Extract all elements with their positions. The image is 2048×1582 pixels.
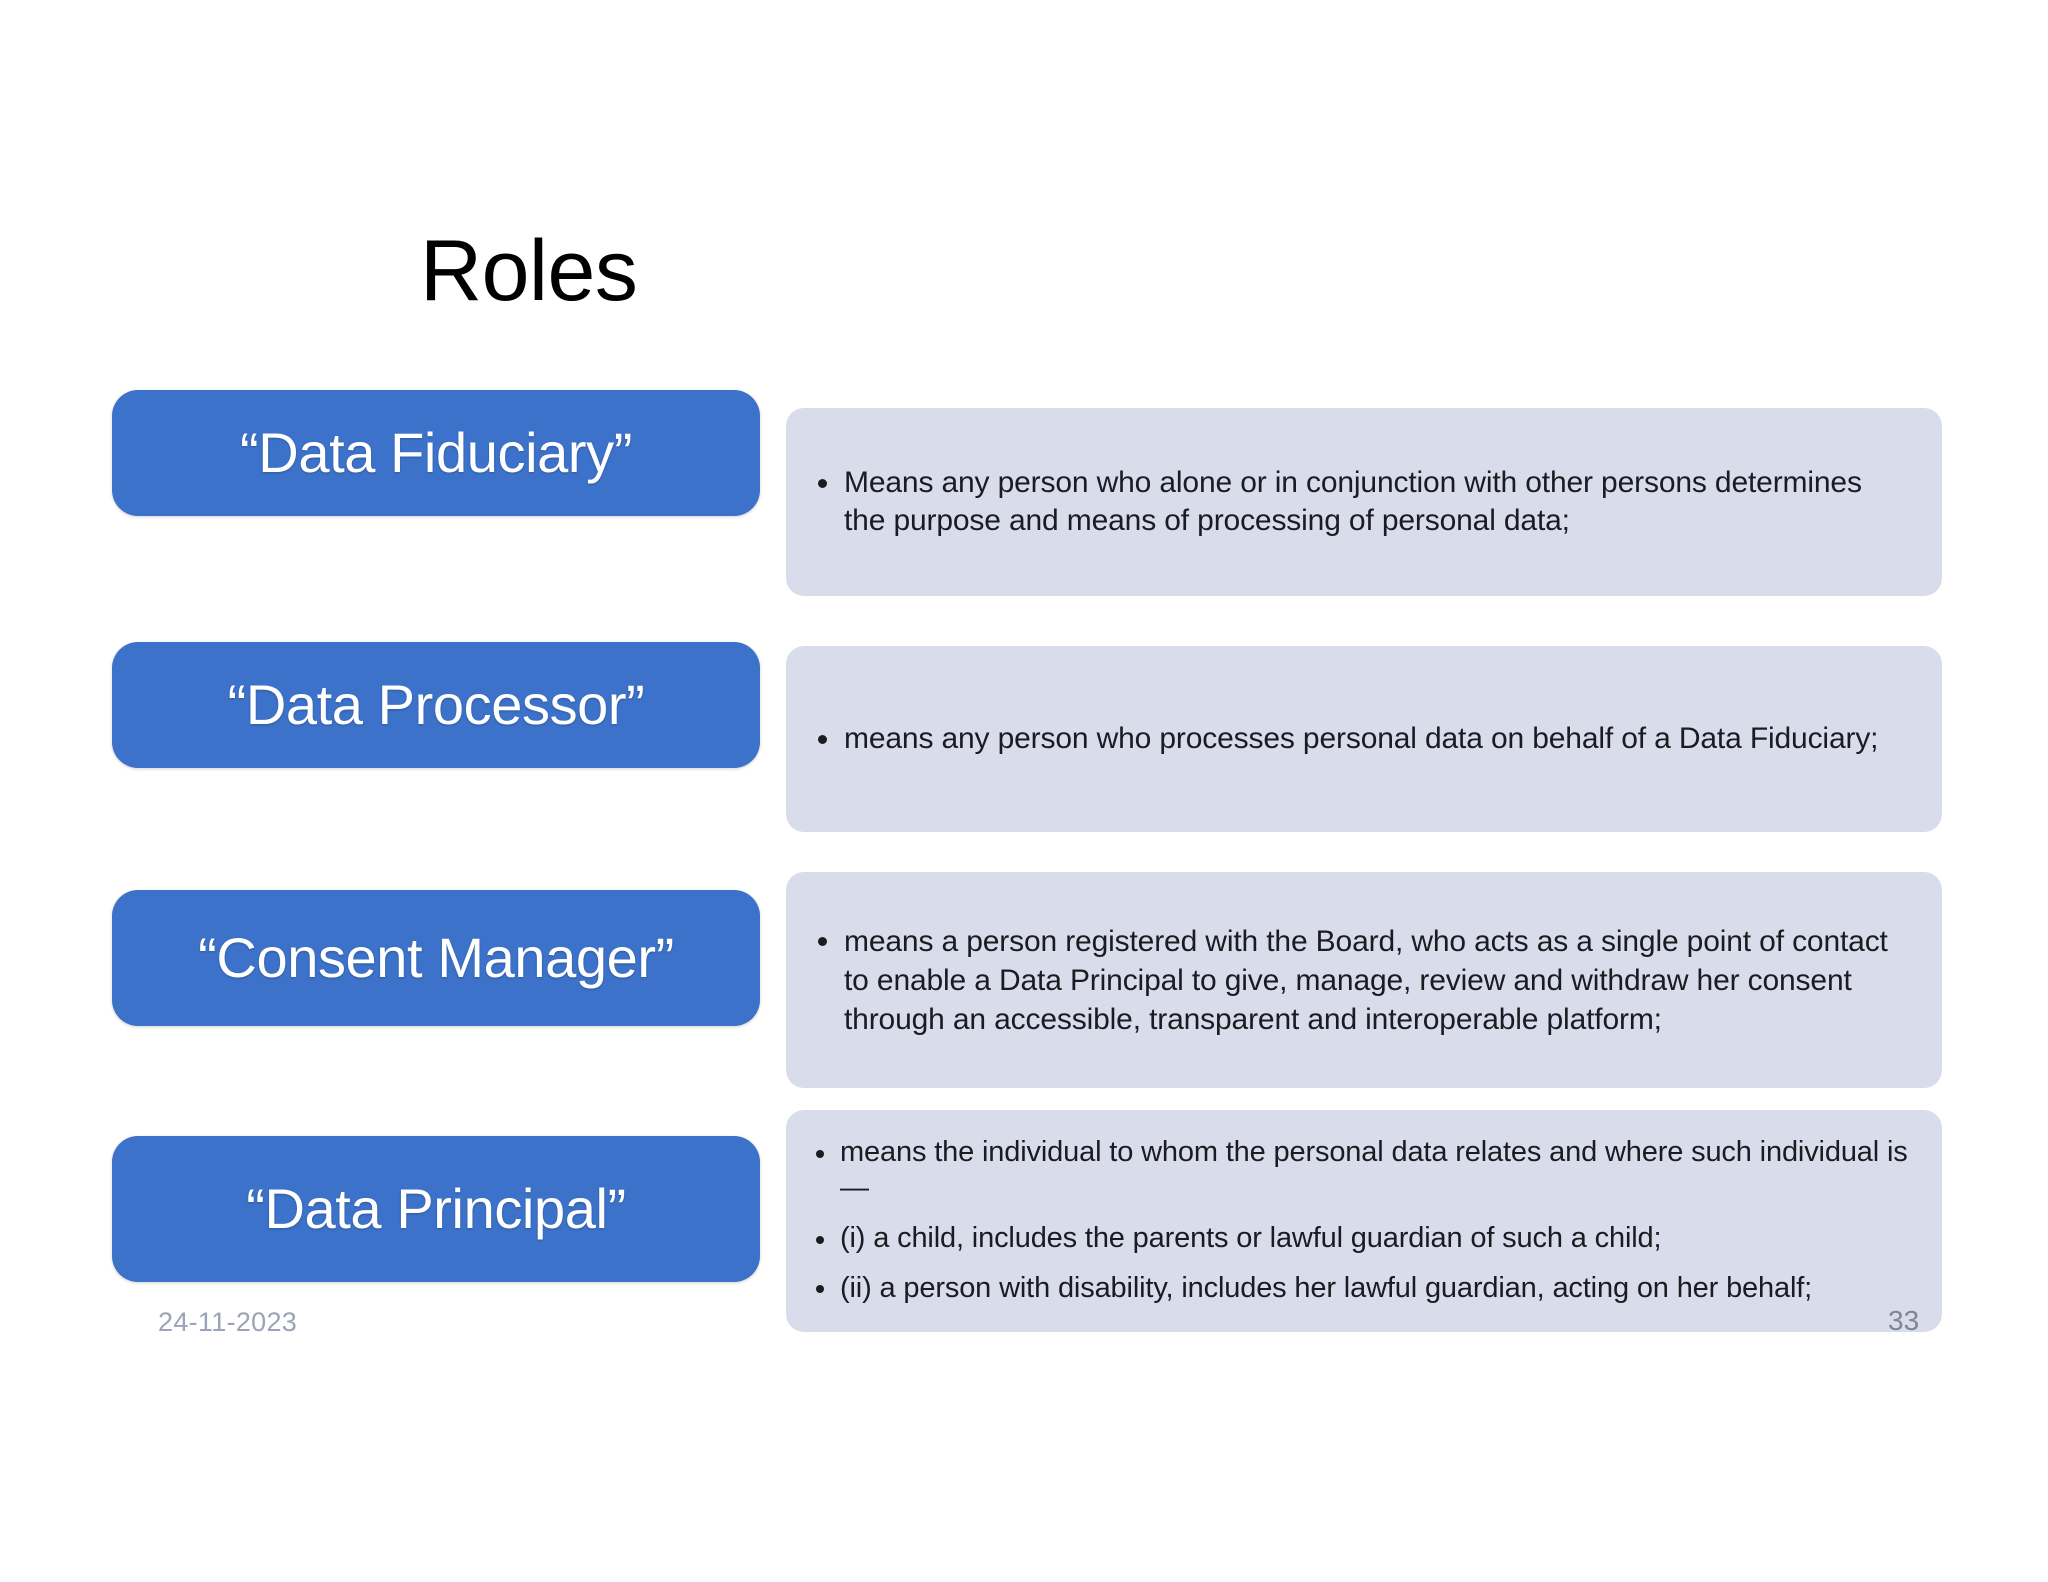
bullet-dot-icon bbox=[816, 1285, 824, 1294]
bullet-dot-icon bbox=[816, 1235, 824, 1244]
role-chip-label: “Data Principal” bbox=[246, 1176, 626, 1240]
role-chip-data-processor[interactable]: “Data Processor” bbox=[112, 642, 760, 768]
bullet-dot-icon bbox=[816, 1149, 824, 1158]
role-description-panel: means a person registered with the Board… bbox=[786, 872, 1942, 1088]
list-item-text: Means any person who alone or in conjunc… bbox=[844, 465, 1862, 537]
page-title: Roles bbox=[420, 223, 638, 319]
bullet-dot-icon bbox=[818, 734, 827, 744]
bullet-list: Means any person who alone or in conjunc… bbox=[814, 464, 1908, 540]
bullet-list: means any person who processes personal … bbox=[814, 720, 1908, 758]
list-item-text: means any person who processes personal … bbox=[844, 721, 1879, 755]
role-description-panel: means any person who processes personal … bbox=[786, 646, 1942, 832]
role-description-panel: means the individual to whom the persona… bbox=[786, 1110, 1942, 1332]
bullet-list: means a person registered with the Board… bbox=[814, 922, 1908, 1039]
role-description-panel: Means any person who alone or in conjunc… bbox=[786, 408, 1942, 596]
list-item-text: (ii) a person with disability, includes … bbox=[840, 1271, 1813, 1304]
list-item-text: (i) a child, includes the parents or law… bbox=[840, 1222, 1662, 1254]
list-item-text: means the individual to whom the persona… bbox=[840, 1136, 1908, 1205]
list-item: (ii) a person with disability, includes … bbox=[814, 1271, 1908, 1307]
bullet-list: means the individual to whom the persona… bbox=[814, 1135, 1908, 1307]
list-item-text: means a person registered with the Board… bbox=[844, 924, 1888, 1036]
list-item: (i) a child, includes the parents or law… bbox=[814, 1221, 1908, 1257]
role-chip-data-fiduciary[interactable]: “Data Fiduciary” bbox=[112, 390, 760, 516]
list-item: means any person who processes personal … bbox=[814, 720, 1908, 758]
role-chip-label: “Data Fiduciary” bbox=[240, 420, 632, 484]
bullet-dot-icon bbox=[818, 936, 827, 946]
bullet-dot-icon bbox=[818, 478, 827, 488]
role-chip-label: “Consent Manager” bbox=[198, 925, 674, 989]
role-chip-data-principal[interactable]: “Data Principal” bbox=[112, 1136, 760, 1282]
list-item: means the individual to whom the persona… bbox=[814, 1135, 1908, 1207]
footer-date: 24-11-2023 bbox=[158, 1307, 298, 1337]
list-item: Means any person who alone or in conjunc… bbox=[814, 464, 1908, 540]
footer-page-number: 33 bbox=[1888, 1305, 1920, 1336]
role-chip-label: “Data Processor” bbox=[227, 672, 645, 736]
role-chip-consent-manager[interactable]: “Consent Manager” bbox=[112, 890, 760, 1026]
list-item: means a person registered with the Board… bbox=[814, 922, 1908, 1039]
